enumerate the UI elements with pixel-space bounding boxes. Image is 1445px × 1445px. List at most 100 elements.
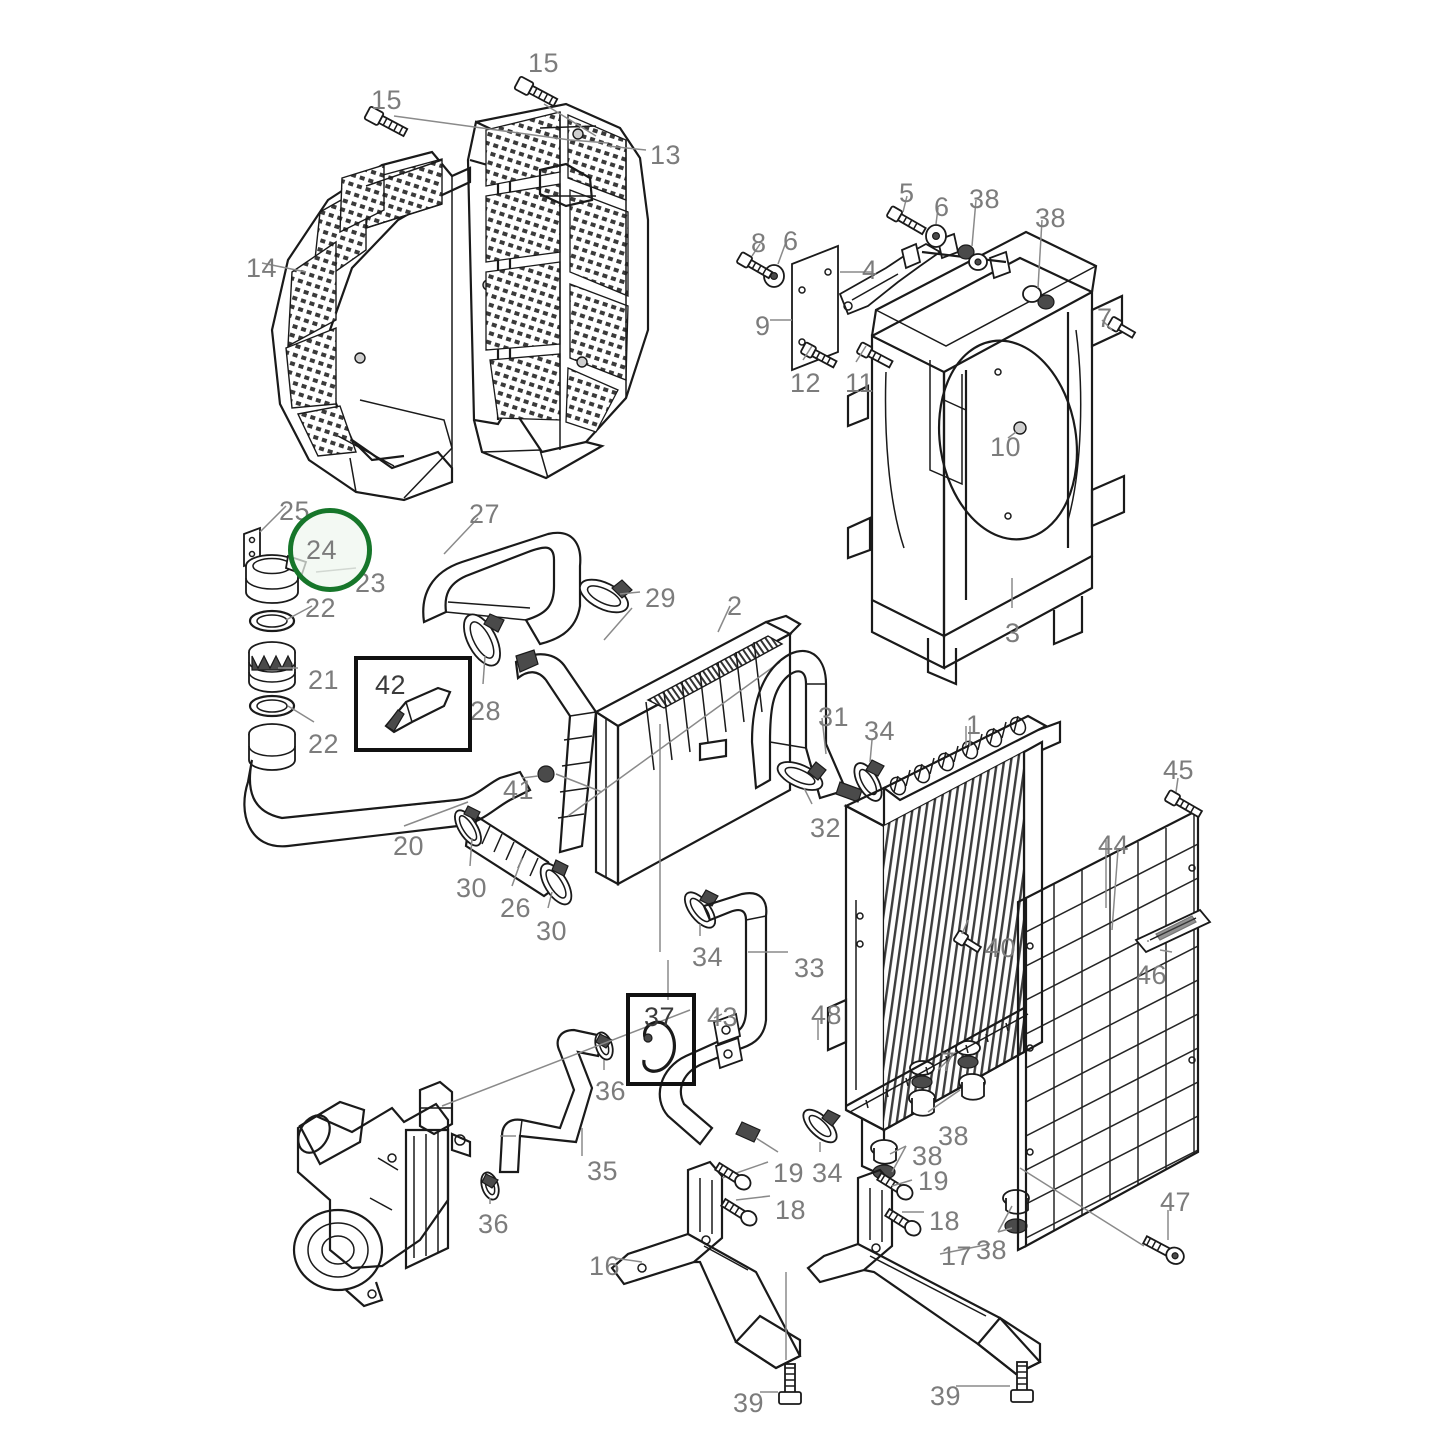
part-14-side-grille bbox=[270, 150, 494, 502]
callout-33: 33 bbox=[794, 953, 826, 983]
part-10-grommet bbox=[1013, 421, 1027, 435]
callout-14: 14 bbox=[246, 253, 278, 283]
callout-7a: 7 bbox=[1097, 303, 1113, 333]
callout-4: 4 bbox=[862, 255, 878, 285]
callout-3: 3 bbox=[1005, 618, 1021, 648]
part-15-bolts bbox=[363, 75, 609, 144]
part-29-clamp bbox=[579, 578, 633, 614]
callout-39a: 39 bbox=[733, 1388, 765, 1418]
part-3-fan-shroud bbox=[846, 230, 1126, 686]
part-43-bracket bbox=[712, 1012, 744, 1070]
callout-18b: 18 bbox=[929, 1206, 961, 1236]
part-47-bolt bbox=[1019, 1167, 1185, 1265]
part-27-upper-hose bbox=[422, 517, 641, 685]
callout-15b: 15 bbox=[528, 48, 560, 78]
callout-16: 16 bbox=[589, 1251, 621, 1281]
part-13-main-grille bbox=[466, 102, 650, 480]
callout-44: 44 bbox=[1098, 830, 1130, 860]
parts-4-9-brackets bbox=[736, 195, 1137, 372]
callout-1: 1 bbox=[966, 710, 982, 740]
callout-36b: 36 bbox=[478, 1209, 510, 1239]
part-33-hose bbox=[658, 892, 788, 1153]
callout-31: 31 bbox=[818, 702, 850, 732]
callout-38e: 38 bbox=[976, 1235, 1008, 1265]
part-1-radiator bbox=[817, 714, 1062, 1234]
callout-22b: 22 bbox=[308, 729, 340, 759]
callout-43: 43 bbox=[707, 1002, 739, 1032]
callout-36a: 36 bbox=[595, 1076, 627, 1106]
callout-27: 27 bbox=[469, 499, 501, 529]
callout-29: 29 bbox=[645, 583, 677, 613]
part-21-seal bbox=[248, 641, 296, 693]
part-30-clamp-a bbox=[454, 805, 482, 847]
parts-20-25-seal-stack bbox=[243, 505, 357, 771]
part-17-bracket bbox=[806, 1168, 1042, 1403]
callout-9: 9 bbox=[755, 311, 771, 341]
callout-32: 32 bbox=[810, 813, 842, 843]
part-34-clamps bbox=[683, 739, 885, 1152]
part-40-bolt bbox=[953, 929, 983, 954]
callout-30a: 30 bbox=[456, 873, 488, 903]
callout-13: 13 bbox=[650, 140, 682, 170]
callout-39b: 39 bbox=[930, 1381, 962, 1411]
part-36-clamp-b bbox=[480, 1171, 500, 1204]
callout-38a: 38 bbox=[969, 184, 1001, 214]
water-pump-assembly bbox=[292, 1009, 691, 1308]
callout-47: 47 bbox=[1160, 1187, 1192, 1217]
callout-5: 5 bbox=[899, 178, 915, 208]
part-36-clamp-a bbox=[594, 1031, 614, 1070]
callout-8: 8 bbox=[751, 228, 767, 258]
callout-37: 37 bbox=[644, 1002, 676, 1032]
part-39-bolt-b bbox=[1010, 1361, 1034, 1403]
callout-26: 26 bbox=[500, 893, 532, 923]
part-16-bracket bbox=[610, 1160, 802, 1405]
callout-10: 10 bbox=[990, 432, 1022, 462]
callout-46: 46 bbox=[1136, 960, 1168, 990]
callout-2: 2 bbox=[727, 591, 743, 621]
callout-48: 48 bbox=[811, 1000, 843, 1030]
callout-34a: 34 bbox=[864, 716, 896, 746]
callout-15a: 15 bbox=[371, 85, 403, 115]
callout-21: 21 bbox=[308, 665, 340, 695]
callout-35: 35 bbox=[587, 1156, 619, 1186]
callout-19a: 19 bbox=[773, 1158, 805, 1188]
part-28-clamp bbox=[463, 613, 505, 667]
part-32-clamp bbox=[776, 761, 827, 805]
callout-11: 11 bbox=[845, 368, 875, 398]
callout-19b: 19 bbox=[918, 1166, 950, 1196]
part-44-mesh-screen bbox=[1016, 777, 1212, 1252]
callout-18a: 18 bbox=[775, 1195, 807, 1225]
callout-6a: 6 bbox=[934, 192, 950, 222]
callout-20: 20 bbox=[393, 831, 425, 861]
part-2-charge-air-cooler bbox=[567, 605, 802, 952]
callout-42: 42 bbox=[375, 670, 407, 700]
callout-30b: 30 bbox=[536, 916, 568, 946]
part-39-bolt-a bbox=[778, 1363, 802, 1405]
callout-38c: 38 bbox=[938, 1121, 970, 1151]
part-35-hose bbox=[480, 1028, 614, 1204]
callout-12: 12 bbox=[790, 368, 822, 398]
callout-40: 40 bbox=[985, 933, 1017, 963]
callout-41: 41 bbox=[503, 775, 535, 805]
callout-24-highlighted: 24 bbox=[306, 535, 338, 565]
part-hose-to-cooler bbox=[514, 649, 598, 854]
callout-38b: 38 bbox=[1035, 203, 1067, 233]
part-30-clamp-b bbox=[539, 859, 573, 906]
part-46-latch bbox=[1134, 908, 1212, 954]
part-38-nuts-bottom bbox=[870, 1139, 1030, 1234]
part-45-bolt bbox=[1164, 789, 1204, 819]
callout-34c: 34 bbox=[812, 1158, 844, 1188]
part-41-plug bbox=[521, 765, 603, 793]
callout-22a: 22 bbox=[305, 593, 337, 623]
callout-45: 45 bbox=[1163, 755, 1195, 785]
callout-7b: 7 bbox=[940, 1047, 956, 1077]
callout-17: 17 bbox=[941, 1241, 973, 1271]
callout-38d: 38 bbox=[912, 1141, 944, 1171]
callout-28: 28 bbox=[470, 696, 502, 726]
highlight-circle-part-24 bbox=[288, 508, 372, 592]
part-31-hose bbox=[750, 649, 863, 803]
callout-6b: 6 bbox=[783, 226, 799, 256]
callout-34b: 34 bbox=[692, 942, 724, 972]
